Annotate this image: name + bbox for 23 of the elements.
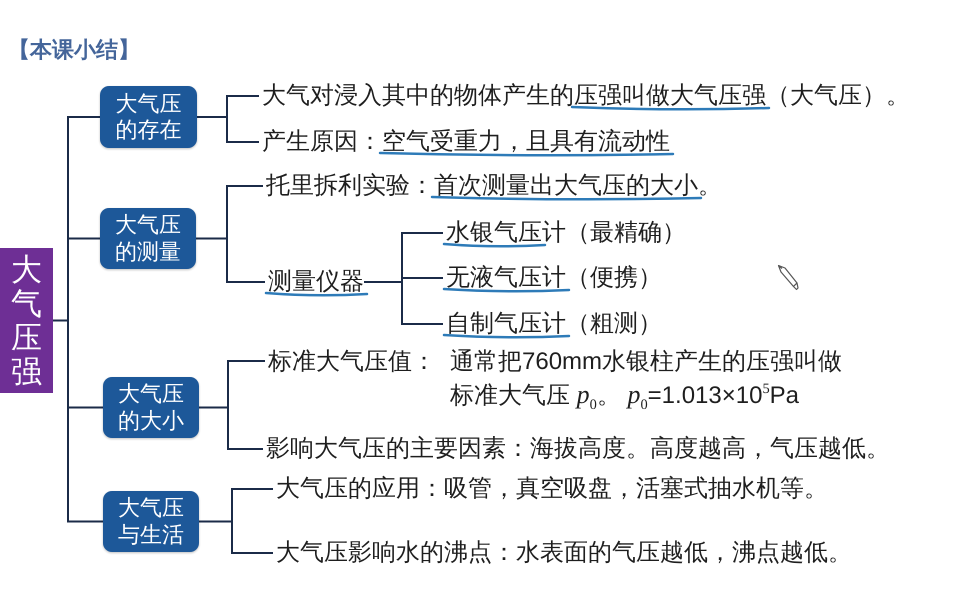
branch-text: 托里拆利实验：首次测量出大气压的大小。 bbox=[266, 170, 722, 202]
topic-band: 大气压强 bbox=[0, 248, 53, 393]
heading-text: 标准大气压值： bbox=[268, 346, 437, 376]
branch-text: 大气压影响水的沸点：水表面的气压越低，沸点越低。 bbox=[276, 537, 852, 569]
branch-text: 影响大气压的主要因素：海拔高度。高度越高，气压越低。 bbox=[266, 433, 890, 465]
slide-title: 【本课小结】 bbox=[8, 36, 140, 64]
category-box: 大气压的测量 bbox=[100, 208, 196, 269]
branch-text: 大气压的应用：吸管，真空吸盘，活塞式抽水机等。 bbox=[276, 473, 828, 505]
connector-line bbox=[197, 116, 259, 143]
branch-text: 测量仪器 bbox=[268, 266, 364, 298]
branch-text: 产生原因：空气受重力，且具有流动性 bbox=[262, 126, 670, 158]
category-box: 大气压的大小 bbox=[103, 377, 199, 438]
connector-line bbox=[199, 520, 273, 554]
connector-line bbox=[364, 281, 443, 325]
connector-line bbox=[199, 406, 263, 450]
branch-text: 自制气压计（粗测） bbox=[446, 308, 662, 340]
connector-line bbox=[196, 238, 265, 283]
branch-text: 无液气压计（便携） bbox=[446, 262, 662, 294]
branch-text: 大气对浸入其中的物体产生的压强叫做大气压强（大气压）。 bbox=[262, 80, 910, 112]
body-text: 通常把760mm水银柱产生的压强叫做标准大气压 p$_{0}$。 p$_{0}$=1.013×10$^{5}$Pa bbox=[450, 346, 844, 412]
category-box: 大气压的存在 bbox=[100, 86, 197, 148]
category-box: 大气压与生活 bbox=[103, 491, 199, 552]
branch-text: 水银气压计（最精确） bbox=[446, 217, 686, 249]
